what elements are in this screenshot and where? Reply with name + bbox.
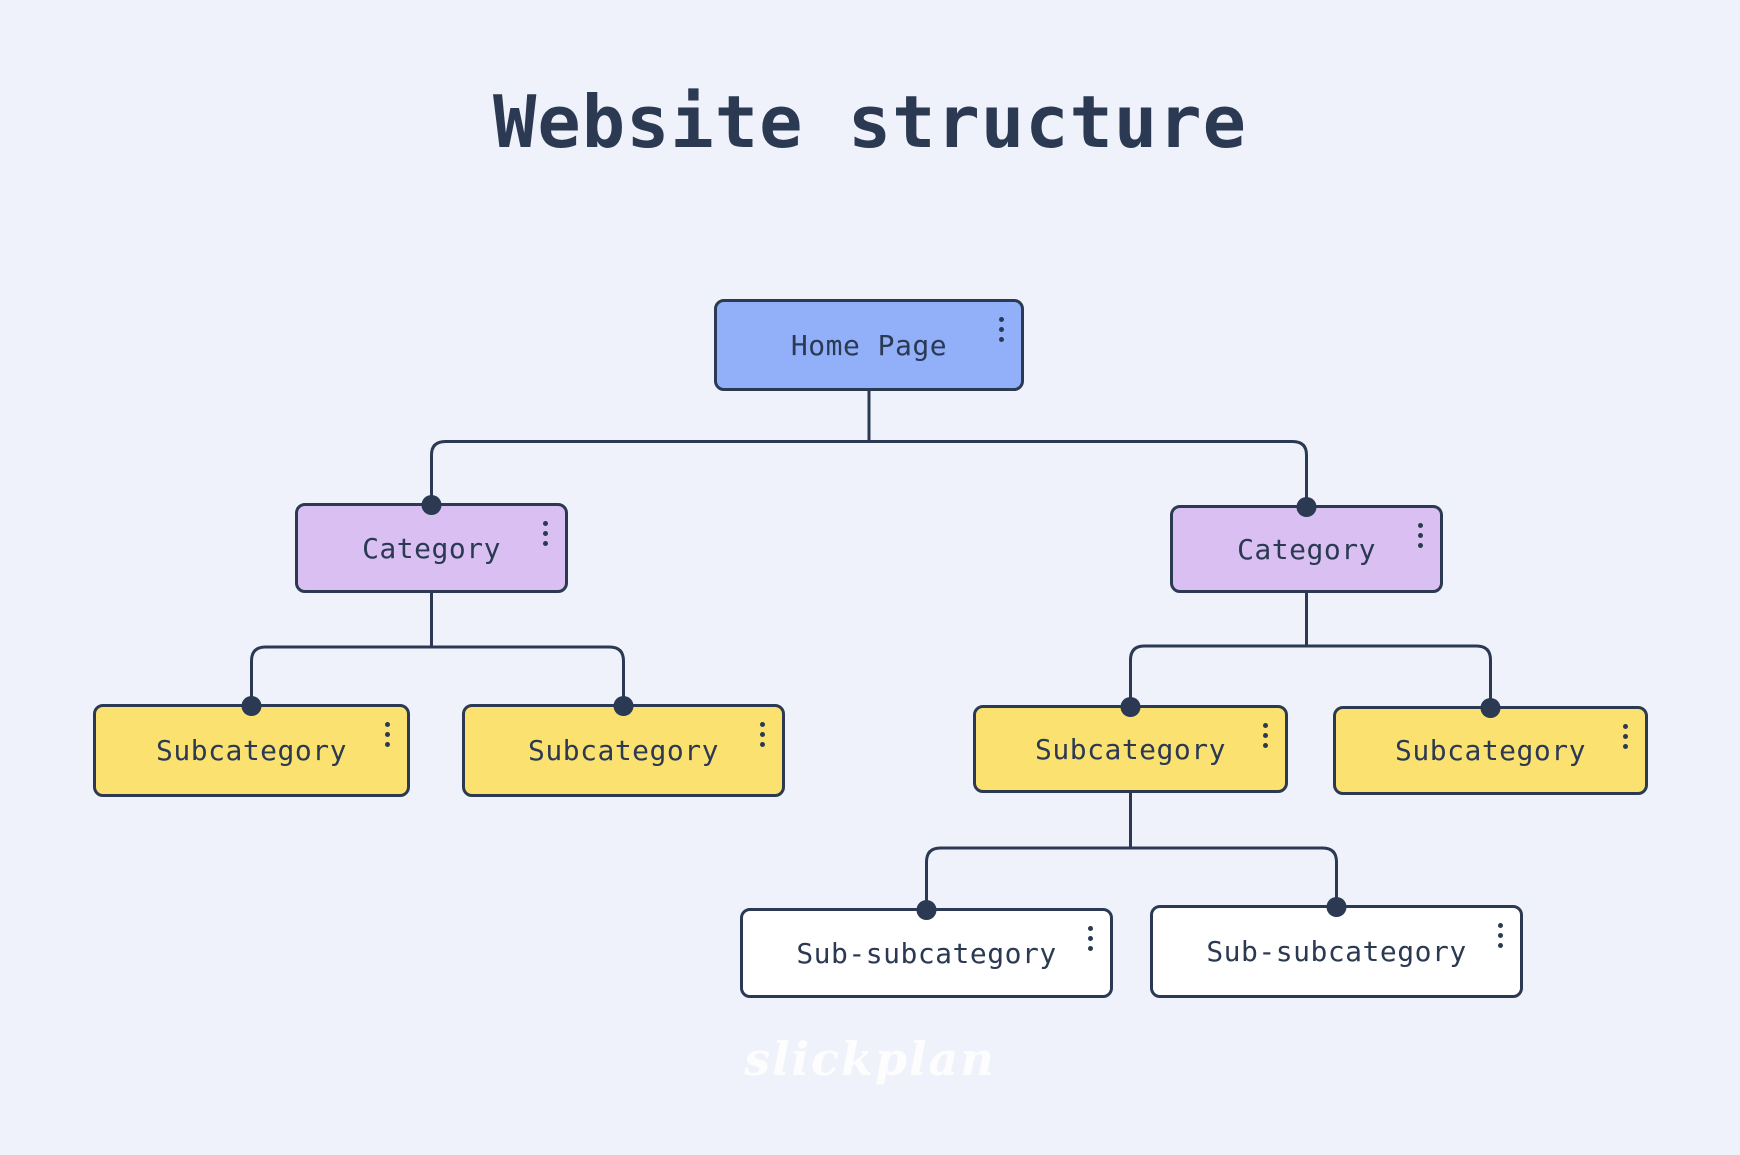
node-label: Category	[362, 531, 501, 565]
kebab-menu-icon[interactable]	[1086, 922, 1095, 955]
node-home-page[interactable]: Home Page	[714, 299, 1024, 391]
node-label: Home Page	[790, 328, 948, 362]
kebab-menu-icon[interactable]	[1416, 519, 1425, 552]
kebab-menu-icon[interactable]	[997, 313, 1006, 346]
kebab-menu-icon[interactable]	[1261, 719, 1270, 752]
node-category-1[interactable]: Category	[295, 503, 568, 593]
node-label: Category	[1237, 532, 1376, 566]
node-subcategory-2[interactable]: Subcategory	[462, 704, 785, 797]
node-subcategory-3[interactable]: Subcategory	[973, 705, 1288, 793]
node-label: Sub-subcategory	[1206, 935, 1467, 968]
page-title: Website structure	[493, 80, 1247, 164]
kebab-menu-icon[interactable]	[541, 517, 550, 550]
node-subcategory-1[interactable]: Subcategory	[93, 704, 410, 797]
node-label: Subcategory	[528, 734, 719, 767]
node-sub-subcategory-1[interactable]: Sub-subcategory	[740, 908, 1113, 998]
slickplan-logo: slickplan	[744, 1032, 996, 1086]
node-category-2[interactable]: Category	[1170, 505, 1443, 593]
kebab-menu-icon[interactable]	[758, 718, 767, 751]
kebab-menu-icon[interactable]	[1621, 720, 1630, 753]
node-label: Subcategory	[1035, 732, 1226, 766]
kebab-menu-icon[interactable]	[383, 718, 392, 751]
node-subcategory-4[interactable]: Subcategory	[1333, 706, 1648, 795]
node-label: Subcategory	[1395, 734, 1586, 767]
node-label: Sub-subcategory	[796, 936, 1057, 970]
kebab-menu-icon[interactable]	[1496, 919, 1505, 952]
node-sub-subcategory-2[interactable]: Sub-subcategory	[1150, 905, 1523, 998]
node-label: Subcategory	[156, 734, 347, 767]
